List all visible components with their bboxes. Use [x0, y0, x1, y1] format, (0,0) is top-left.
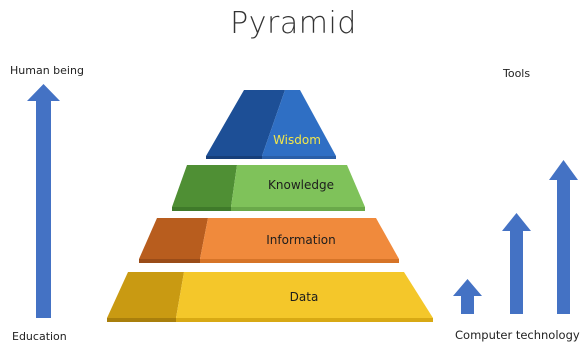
tier-data-label: Data — [290, 290, 319, 304]
tier-knowledge-label: Knowledge — [268, 178, 334, 192]
tier-wisdom-label: Wisdom — [273, 133, 321, 147]
right-small-arrow — [453, 279, 482, 314]
tier-knowledge-side — [172, 165, 237, 207]
tier-data-front — [176, 272, 433, 318]
right-tall-arrow — [549, 160, 578, 314]
tools-label: Tools — [503, 67, 531, 80]
right-medium-arrow — [502, 213, 531, 314]
pyramid-tier-data: Data — [107, 272, 433, 322]
tier-information-front — [200, 218, 399, 259]
education-label: Education — [12, 330, 67, 342]
tier-knowledge-front — [231, 165, 365, 207]
tier-wisdom-front — [262, 90, 336, 156]
tier-information-side — [139, 218, 208, 259]
tier-data-side — [107, 272, 184, 318]
pyramid-tier-knowledge: Knowledge — [172, 165, 365, 211]
tier-information-label: Information — [266, 233, 335, 247]
pyramid-tier-wisdom: Wisdom — [206, 90, 336, 159]
pyramid-tier-information: Information — [139, 218, 399, 263]
diagram-title: Pyramid — [230, 6, 357, 41]
tier-wisdom-side — [206, 90, 285, 156]
left-up-arrow — [27, 84, 60, 318]
human-being-label: Human being — [10, 64, 84, 77]
computer-technology-label: Computer technology — [455, 328, 580, 342]
